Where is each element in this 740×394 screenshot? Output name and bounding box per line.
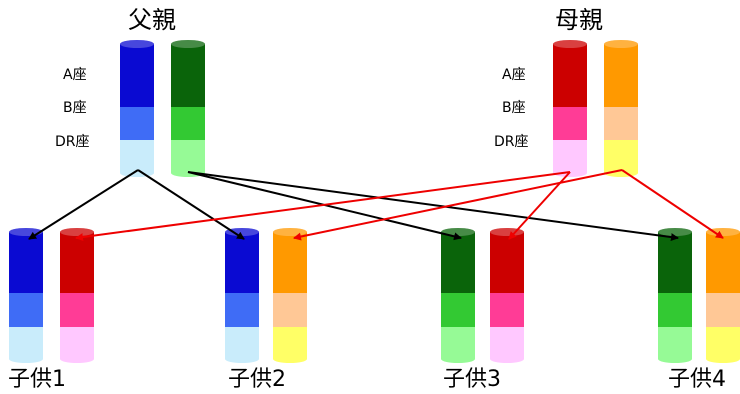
child-2-chromosome-1-segment-2 <box>225 293 259 327</box>
child-1-chromosome-2-segment-1 <box>60 232 94 293</box>
father-chromosome-2-segment-1 <box>171 44 205 107</box>
mother-chromosome-2-top-cap-highlight <box>604 40 638 48</box>
mother-chromosome-2-segment-1 <box>604 44 638 107</box>
child-3-label: 子供3 <box>443 367 501 392</box>
child-2-chromosome-2 <box>273 228 307 363</box>
chromosome-layer <box>9 40 740 363</box>
mother-chromosome-2-segment-2 <box>604 107 638 140</box>
child-3-chromosome-2-segment-2 <box>490 293 524 327</box>
child-4-chromosome-1-segment-3 <box>658 327 692 359</box>
mother-chromosome-2-segment-3 <box>604 140 638 173</box>
child-1-chromosome-1-segment-2 <box>9 293 43 327</box>
father-chromosome-2-segment-2 <box>171 107 205 140</box>
child-3-chromosome-2-segment-3 <box>490 327 524 359</box>
father-title: 父親 <box>128 6 176 34</box>
child-3-chromosome-2 <box>490 228 524 363</box>
mother-chromosome-1-segment-2 <box>553 107 587 140</box>
father-chromosome-1-segment-3 <box>120 140 154 173</box>
child-4-chromosome-2 <box>706 228 740 363</box>
mother-chromosome-2 <box>604 40 638 177</box>
child-1-chromosome-2-top-cap-highlight <box>60 228 94 236</box>
mother-chromosome-1-segment-1 <box>553 44 587 107</box>
mother-title: 母親 <box>555 6 603 34</box>
child-2-chromosome-2-top-cap-highlight <box>273 228 307 236</box>
child-1-chromosome-2-top-cap <box>60 228 94 236</box>
father-to-child-2-arrow <box>137 169 245 240</box>
mother-chromosome-1 <box>553 40 587 177</box>
child-3-chromosome-1-segment-1 <box>441 232 475 293</box>
child-2-chromosome-1-segment-3 <box>225 327 259 359</box>
father-chromosome-2-segment-3 <box>171 140 205 173</box>
father-locus-b: B座 <box>63 100 87 116</box>
father-to-child-1-arrow <box>28 169 139 240</box>
child-4-chromosome-1-segment-1 <box>658 232 692 293</box>
child-2-label: 子供2 <box>228 367 286 392</box>
child-2-chromosome-1 <box>225 228 259 363</box>
mother-chromosome-1-top-cap-highlight <box>553 40 587 48</box>
child-1-chromosome-1 <box>9 228 43 363</box>
mother-locus-dr: DR座 <box>494 134 529 150</box>
father-chromosome-2-top-cap-highlight <box>171 40 205 48</box>
child-2-chromosome-2-segment-2 <box>273 293 307 327</box>
child-1-chromosome-2-segment-3 <box>60 327 94 359</box>
child-3-chromosome-1-top-cap-highlight <box>441 228 475 236</box>
child-1-chromosome-2 <box>60 228 94 363</box>
child-4-chromosome-1-segment-2 <box>658 293 692 327</box>
child-1-chromosome-1-segment-1 <box>9 232 43 293</box>
child-4-chromosome-1-top-cap-highlight <box>658 228 692 236</box>
child-1-label: 子供1 <box>8 367 66 392</box>
child-1-chromosome-1-top-cap-highlight <box>9 228 43 236</box>
child-4-label: 子供4 <box>668 367 726 392</box>
mother-locus-a: A座 <box>502 67 526 83</box>
child-4-chromosome-1-top-cap <box>658 228 692 236</box>
mother-to-child-4-arrow <box>621 169 724 239</box>
father-chromosome-2 <box>171 40 205 177</box>
father-chromosome-1-segment-2 <box>120 107 154 140</box>
father-chromosome-1-top-cap <box>120 40 154 48</box>
father-locus-dr: DR座 <box>55 134 90 150</box>
child-3-chromosome-1-segment-3 <box>441 327 475 359</box>
father-chromosome-1 <box>120 40 154 177</box>
mother-chromosome-1-top-cap <box>553 40 587 48</box>
father-to-child-4-arrow <box>187 171 679 242</box>
child-3-chromosome-2-segment-1 <box>490 232 524 293</box>
child-1-chromosome-2-segment-2 <box>60 293 94 327</box>
mother-chromosome-2-top-cap <box>604 40 638 48</box>
father-chromosome-2-top-cap <box>171 40 205 48</box>
arrow-layer <box>28 169 724 242</box>
father-chromosome-1-segment-1 <box>120 44 154 107</box>
child-4-chromosome-2-segment-1 <box>706 232 740 293</box>
child-2-chromosome-2-segment-3 <box>273 327 307 359</box>
mother-chromosome-1-segment-3 <box>553 140 587 173</box>
father-locus-a: A座 <box>63 67 87 83</box>
father-chromosome-1-top-cap-highlight <box>120 40 154 48</box>
mother-to-child-2-arrow <box>293 169 623 241</box>
child-4-chromosome-2-segment-2 <box>706 293 740 327</box>
child-2-chromosome-2-segment-1 <box>273 232 307 293</box>
child-3-chromosome-1-top-cap <box>441 228 475 236</box>
child-4-chromosome-1 <box>658 228 692 363</box>
mother-to-child-1-arrow <box>75 171 571 242</box>
child-1-chromosome-1-segment-3 <box>9 327 43 359</box>
child-3-chromosome-1-segment-2 <box>441 293 475 327</box>
child-3-chromosome-1 <box>441 228 475 363</box>
mother-locus-b: B座 <box>502 100 526 116</box>
child-2-chromosome-1-segment-1 <box>225 232 259 293</box>
child-4-chromosome-2-segment-3 <box>706 327 740 359</box>
